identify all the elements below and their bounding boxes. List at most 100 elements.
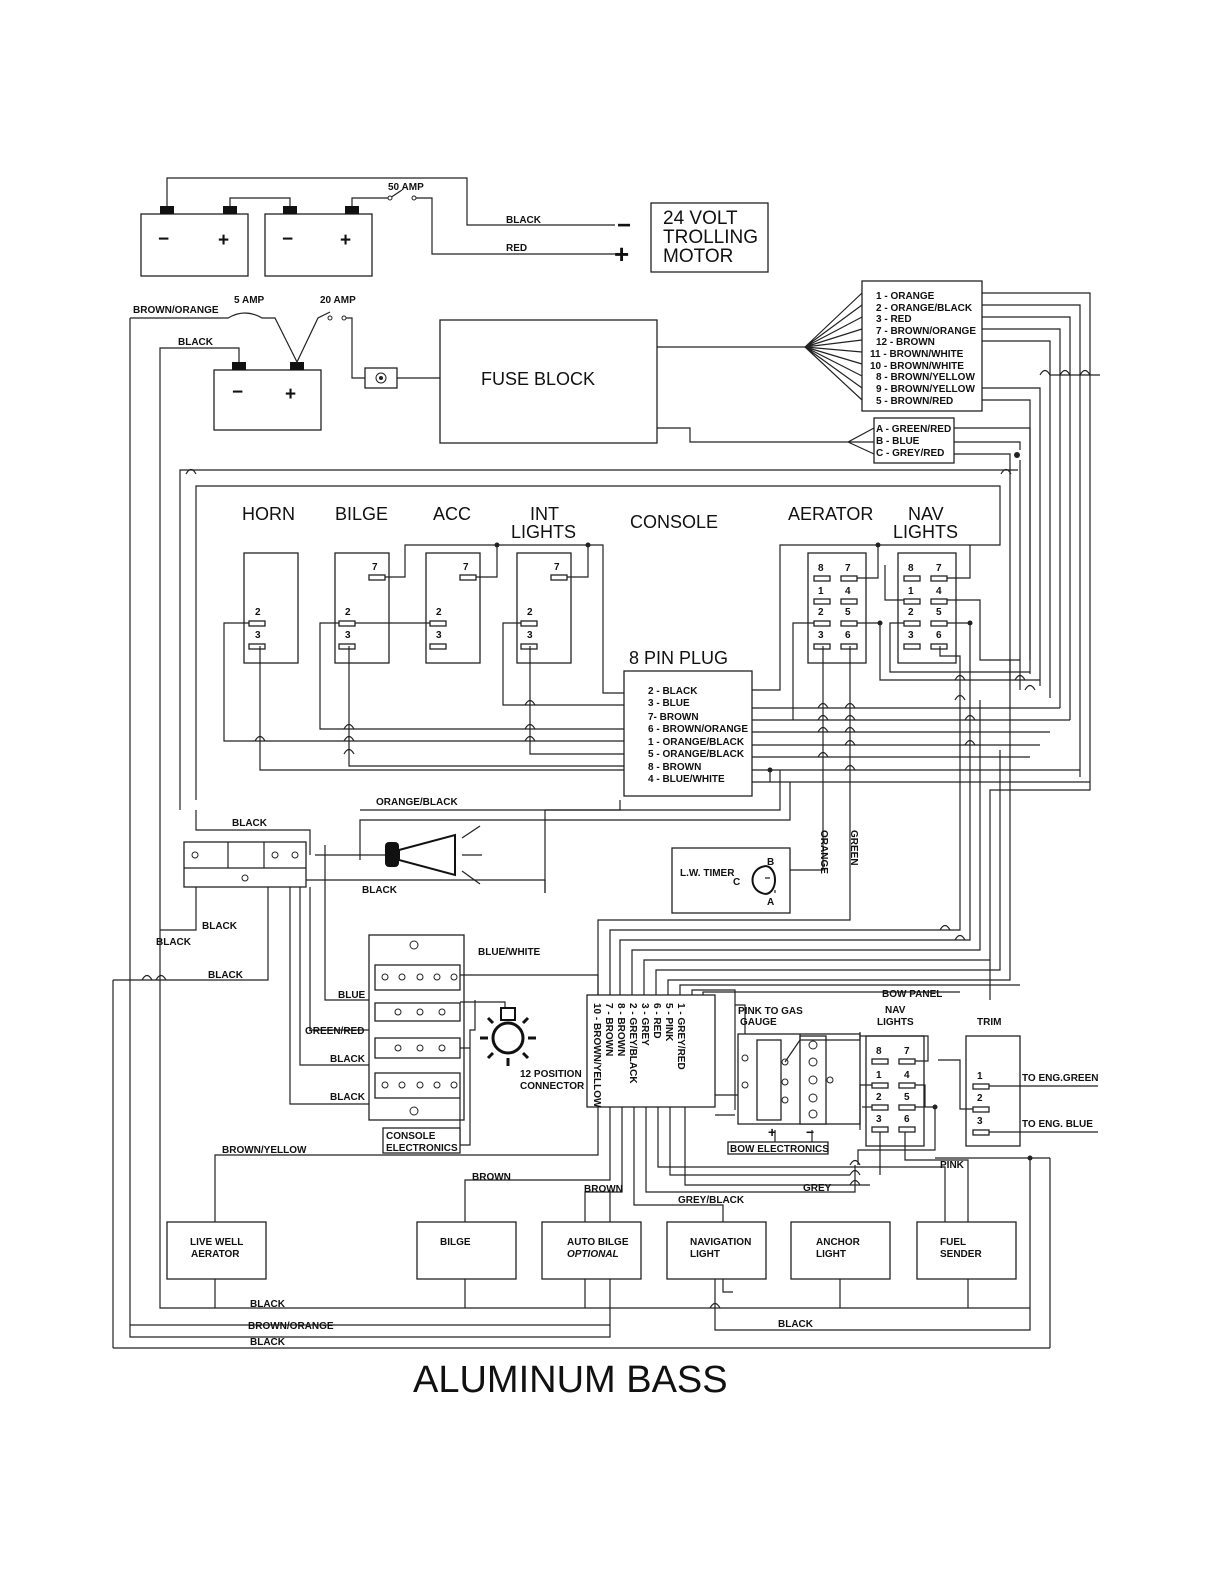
fuse-20-label: 20 AMP	[320, 295, 356, 306]
aer-pin-5: 5	[845, 607, 851, 618]
trim-pin-1: 1	[977, 1071, 983, 1082]
switch-bilge[interactable]: 7 2 3	[334, 552, 390, 664]
lw-timer: L.W. TIMER B C A ORANGE GREEN	[671, 830, 859, 914]
load-live-well-aerator: LIVE WELL AERATOR	[166, 1221, 267, 1280]
fuse-list-3: 3 - RED	[876, 314, 912, 325]
horn: ORANGE/BLACK	[315, 797, 621, 885]
motor-line-1: 24 VOLT	[663, 208, 738, 229]
wire-black-2: BLACK	[362, 885, 398, 896]
pos12-row-7: 7 - BROWN	[603, 1003, 614, 1056]
nav-pin-1: 1	[908, 586, 914, 597]
wire-black-6: BLACK	[330, 1054, 366, 1065]
abc-list: A - GREEN/RED B - BLUE C - GREY/RED	[873, 417, 1031, 690]
fuse-list-7: 10 - BROWN/WHITE	[870, 361, 964, 372]
fuse-block-label: FUSE BLOCK	[481, 369, 595, 389]
bilge-pin-7: 7	[372, 562, 378, 573]
pos12-row-10: 10 - BROWN/YELLOW	[591, 1003, 602, 1108]
bow-trim-switch[interactable]: 1 2 3 TO ENG.GREEN TO ENG. BLUE	[935, 1035, 1099, 1308]
abc-list-b: B - BLUE	[876, 436, 920, 447]
switch-int-lights[interactable]: 7 2 3	[516, 552, 572, 664]
svg-text:−: −	[282, 229, 293, 250]
load-auto-bilge: AUTO BILGE OPTIONAL	[541, 1221, 642, 1280]
fuse-50-label: 50 AMP	[388, 182, 424, 193]
load-navigation-light: NAVIGATION LIGHT	[666, 1221, 767, 1280]
load-anchor-light: ANCHOR LIGHT	[790, 1221, 891, 1280]
wire-pink-label: PINK	[940, 1160, 965, 1171]
switch-horn[interactable]: 2 3	[243, 552, 299, 664]
plug8-row-8: 4 - BLUE/WHITE	[648, 774, 725, 785]
bow-nav-line-2: LIGHTS	[877, 1017, 914, 1028]
bow-nav-pin-7: 7	[904, 1046, 910, 1057]
bow-electronics-label: BOW ELECTRONICS	[730, 1144, 829, 1155]
load-1-line-1: LIVE WELL	[190, 1237, 243, 1248]
switch-aerator[interactable]: 8 7 1 4 2 5 3 6	[807, 552, 867, 664]
nav-pin-7: 7	[936, 563, 942, 574]
pos12-row-8: 8 - BROWN	[615, 1003, 626, 1056]
load-fuel-sender: FUEL SENDER	[916, 1221, 1017, 1280]
switch-bilge-label: BILGE	[335, 504, 388, 524]
bow-nav-pin-2: 2	[876, 1092, 882, 1103]
load-bilge: BILGE	[416, 1221, 517, 1280]
loads: LIVE WELL AERATOR BILGE AUTO BILGE OPTIO…	[130, 920, 1031, 1348]
pos12-label-1: 12 POSITION	[520, 1069, 582, 1080]
nav-pin-6: 6	[936, 630, 942, 641]
bow-nav-switch[interactable]: 8 7 1 4 2 5 3 6	[849, 1035, 969, 1222]
bilge-pin-3: 3	[345, 630, 351, 641]
load-3-line-1: AUTO BILGE	[567, 1237, 629, 1248]
switch-labels: HORN BILGE ACC INT LIGHTS AERATOR NAV LI…	[242, 504, 958, 542]
wire-black-7: BLACK	[330, 1092, 366, 1103]
svg-text:−: −	[806, 1124, 814, 1140]
bilge-pin-2: 2	[345, 607, 351, 618]
horn-pin-3: 3	[255, 630, 261, 641]
nav-pin-3: 3	[908, 630, 914, 641]
switch-acc[interactable]: 7 2 3	[425, 552, 481, 664]
load-4-line-1: NAVIGATION	[690, 1237, 751, 1248]
bow-nav-pin-1: 1	[876, 1070, 882, 1081]
switch-horn-label: HORN	[242, 504, 295, 524]
trolling-pos-wire-label: RED	[506, 243, 527, 254]
switch-nav-label-1: NAV	[908, 504, 944, 524]
motor-line-3: MOTOR	[663, 246, 733, 267]
fuse-list-8: 8 - BROWN/YELLOW	[876, 372, 975, 383]
console-electronics-line-2: ELECTRONICS	[386, 1143, 458, 1154]
plug8-row-6: 5 - ORANGE/BLACK	[648, 749, 745, 760]
bow-nav-pin-3: 3	[876, 1114, 882, 1125]
load-1-line-2: AERATOR	[191, 1249, 240, 1260]
bow-panel-label: BOW PANEL	[882, 989, 942, 1000]
plug8-row-1: 2 - BLACK	[648, 686, 698, 697]
wire-brown-2-label: BROWN	[584, 1184, 623, 1195]
aer-pin-7: 7	[845, 563, 851, 574]
fuse-5-label: 5 AMP	[234, 295, 265, 306]
trolling-neg-wire-label: BLACK	[506, 215, 542, 226]
wire-brown-orange-bottom: BROWN/ORANGE	[248, 1321, 334, 1332]
house-feed-label: BROWN/ORANGE	[133, 305, 219, 316]
aer-pin-6: 6	[845, 630, 851, 641]
switch-nav-lights[interactable]: 8 7 1 4 2 5 3 6	[897, 552, 957, 664]
wire-brown-1-label: BROWN	[472, 1172, 511, 1183]
acc-pin-3: 3	[436, 630, 442, 641]
wire-black-3: BLACK	[202, 921, 238, 932]
acc-pin-7: 7	[463, 562, 469, 573]
trim-pin-3: 3	[977, 1116, 983, 1127]
wire-green-red-label: GREEN/RED	[305, 1026, 364, 1037]
fuse-list-6: 11 - BROWN/WHITE	[870, 349, 964, 360]
wire-black-bottom-2: BLACK	[250, 1337, 286, 1348]
pos12-label-2: CONNECTOR	[520, 1081, 585, 1092]
wire-grey-label: GREY	[803, 1183, 832, 1194]
pos12-row-3: 3 - GREY	[639, 1003, 650, 1046]
nav-pin-5: 5	[936, 607, 942, 618]
pos12-row-1: 1 - GREY/RED	[675, 1003, 686, 1070]
aer-pin-3: 3	[818, 630, 824, 641]
wire-black-4: BLACK	[156, 937, 192, 948]
switch-aerator-label: AERATOR	[788, 504, 873, 524]
wire-black-bottom-3: BLACK	[778, 1319, 814, 1330]
trolling-motor-box: 24 VOLT TROLLING MOTOR	[650, 202, 769, 273]
console-title: CONSOLE	[630, 512, 718, 532]
load-5-line-1: ANCHOR	[816, 1237, 861, 1248]
acc-pin-2: 2	[436, 607, 442, 618]
pos12-row-6: 6 - RED	[651, 1003, 662, 1039]
svg-text:+: +	[285, 384, 296, 405]
house-battery: − + BLACK BROWN/ORANGE 5 AMP 20 AMP	[129, 295, 611, 1338]
wire-blue-white-label: BLUE/WHITE	[478, 947, 541, 958]
page-title: ALUMINUM BASS	[413, 1359, 728, 1401]
